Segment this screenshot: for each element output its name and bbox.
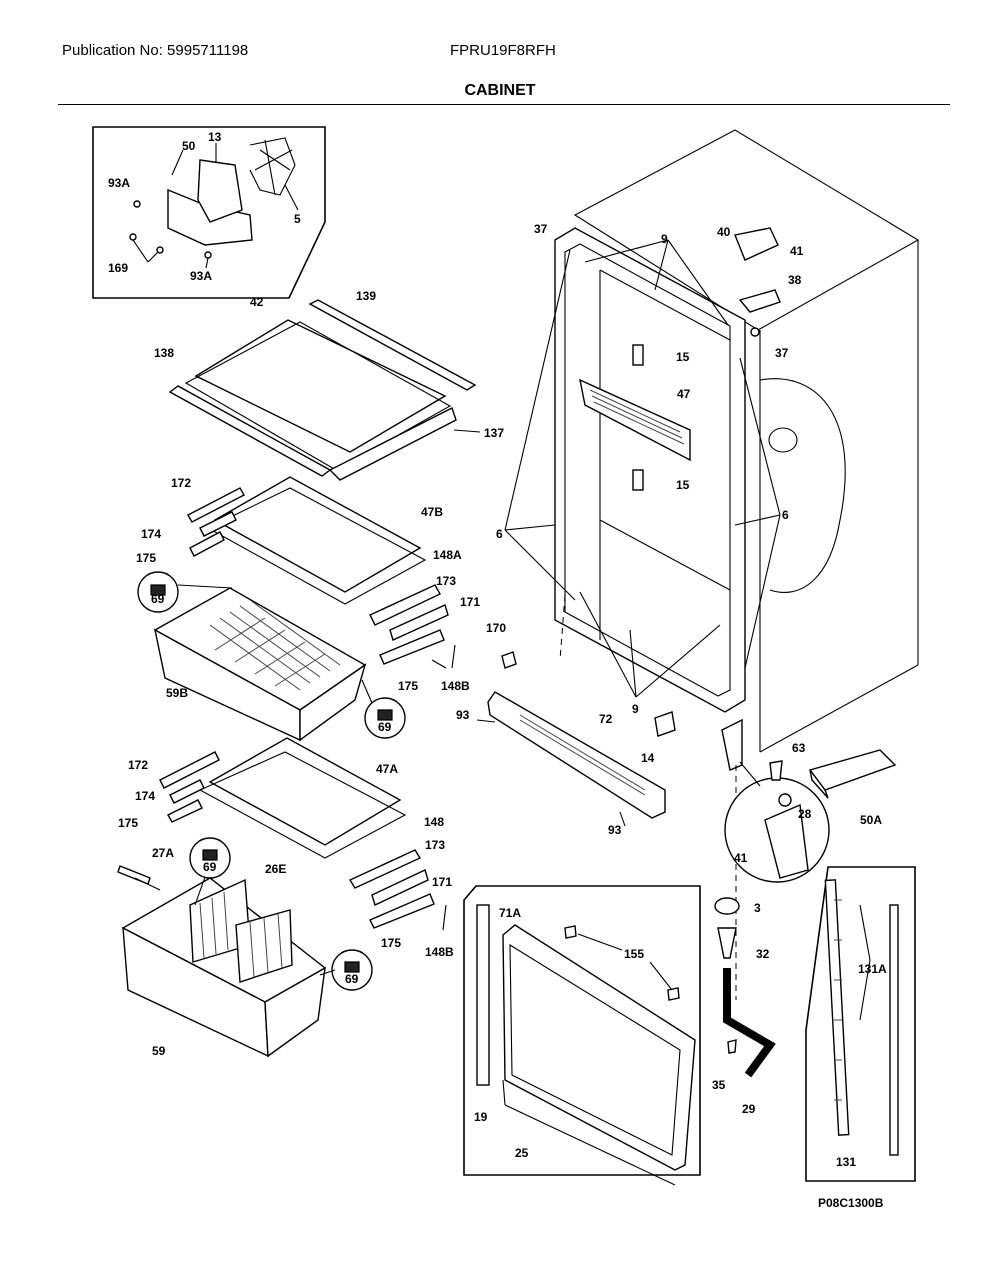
label-41: 41 — [790, 244, 804, 258]
label-93: 93 — [456, 708, 470, 722]
label-71a: 71A — [499, 906, 521, 920]
label-50a: 50A — [860, 813, 882, 827]
top-shelf-assembly — [168, 299, 481, 481]
label-172: 172 — [171, 476, 191, 490]
door-panel-inset — [463, 885, 701, 1186]
publication-number: Publication No: 5995711198 — [62, 42, 249, 59]
label-148: 148 — [424, 815, 444, 829]
drawing-reference-code: P08C1300B — [818, 1196, 884, 1210]
label-93a: 93A — [108, 176, 130, 190]
label-32: 32 — [756, 947, 770, 961]
label-69: 69 — [203, 860, 217, 874]
label-47a: 47A — [376, 762, 398, 776]
label-171: 171 — [460, 595, 480, 609]
label-25: 25 — [515, 1146, 529, 1160]
label-29: 29 — [742, 1102, 756, 1116]
label-173: 173 — [436, 574, 456, 588]
label-69: 69 — [378, 720, 392, 734]
label-3: 3 — [754, 901, 761, 915]
label-35: 35 — [712, 1078, 726, 1092]
label-13: 13 — [208, 130, 222, 144]
label-72: 72 — [599, 712, 613, 726]
header-divider — [58, 104, 950, 105]
label-131: 131 — [836, 1155, 856, 1169]
label-6: 6 — [782, 508, 789, 522]
label-171: 171 — [432, 875, 452, 889]
label-59: 59 — [152, 1044, 166, 1058]
shelf-47b-assembly — [187, 476, 456, 669]
label-173: 173 — [425, 838, 445, 852]
refrigerator-cabinet — [476, 129, 920, 1078]
label-138: 138 — [154, 346, 174, 360]
label-148b: 148B — [425, 945, 454, 959]
label-28: 28 — [798, 807, 812, 821]
label-148b: 148B — [441, 679, 470, 693]
label-93a: 93A — [190, 269, 212, 283]
fan-assembly-inset — [92, 126, 326, 299]
label-175: 175 — [136, 551, 156, 565]
label-47b: 47B — [421, 505, 443, 519]
label-6: 6 — [496, 527, 503, 541]
label-5: 5 — [294, 212, 301, 226]
label-40: 40 — [717, 225, 731, 239]
label-139: 139 — [356, 289, 376, 303]
crisper-drawer-59b — [137, 571, 406, 742]
callout-labels: 13 50 93A 5 169 93A 42 139 138 137 172 1… — [108, 130, 887, 1169]
shelf-rail-inset — [805, 866, 916, 1182]
shelf-47a-assembly — [159, 737, 447, 931]
label-155: 155 — [624, 947, 644, 961]
label-37: 37 — [775, 346, 789, 360]
label-50: 50 — [182, 139, 196, 153]
label-175: 175 — [118, 816, 138, 830]
label-170: 170 — [486, 621, 506, 635]
model-number: FPRU19F8RFH — [450, 42, 556, 59]
label-93: 93 — [608, 823, 622, 837]
label-69: 69 — [345, 972, 359, 986]
label-37: 37 — [534, 222, 548, 236]
label-27a: 27A — [152, 846, 174, 860]
label-172: 172 — [128, 758, 148, 772]
label-9: 9 — [661, 232, 668, 246]
label-41: 41 — [734, 851, 748, 865]
label-19: 19 — [474, 1110, 488, 1124]
label-38: 38 — [788, 273, 802, 287]
label-59b: 59B — [166, 686, 188, 700]
label-137: 137 — [484, 426, 504, 440]
label-174: 174 — [141, 527, 161, 541]
label-174: 174 — [135, 789, 155, 803]
label-63: 63 — [792, 741, 806, 755]
freezer-basket-59 — [117, 837, 373, 1058]
label-9: 9 — [632, 702, 639, 716]
label-175: 175 — [381, 936, 401, 950]
label-14: 14 — [641, 751, 655, 765]
label-15: 15 — [676, 478, 690, 492]
label-148a: 148A — [433, 548, 462, 562]
label-169: 169 — [108, 261, 128, 275]
label-131a: 131A — [858, 962, 887, 976]
label-15: 15 — [676, 350, 690, 364]
label-47: 47 — [677, 387, 691, 401]
label-69: 69 — [151, 592, 165, 606]
label-26e: 26E — [265, 862, 286, 876]
section-title: CABINET — [464, 82, 536, 99]
label-42: 42 — [250, 295, 264, 309]
label-175: 175 — [398, 679, 418, 693]
